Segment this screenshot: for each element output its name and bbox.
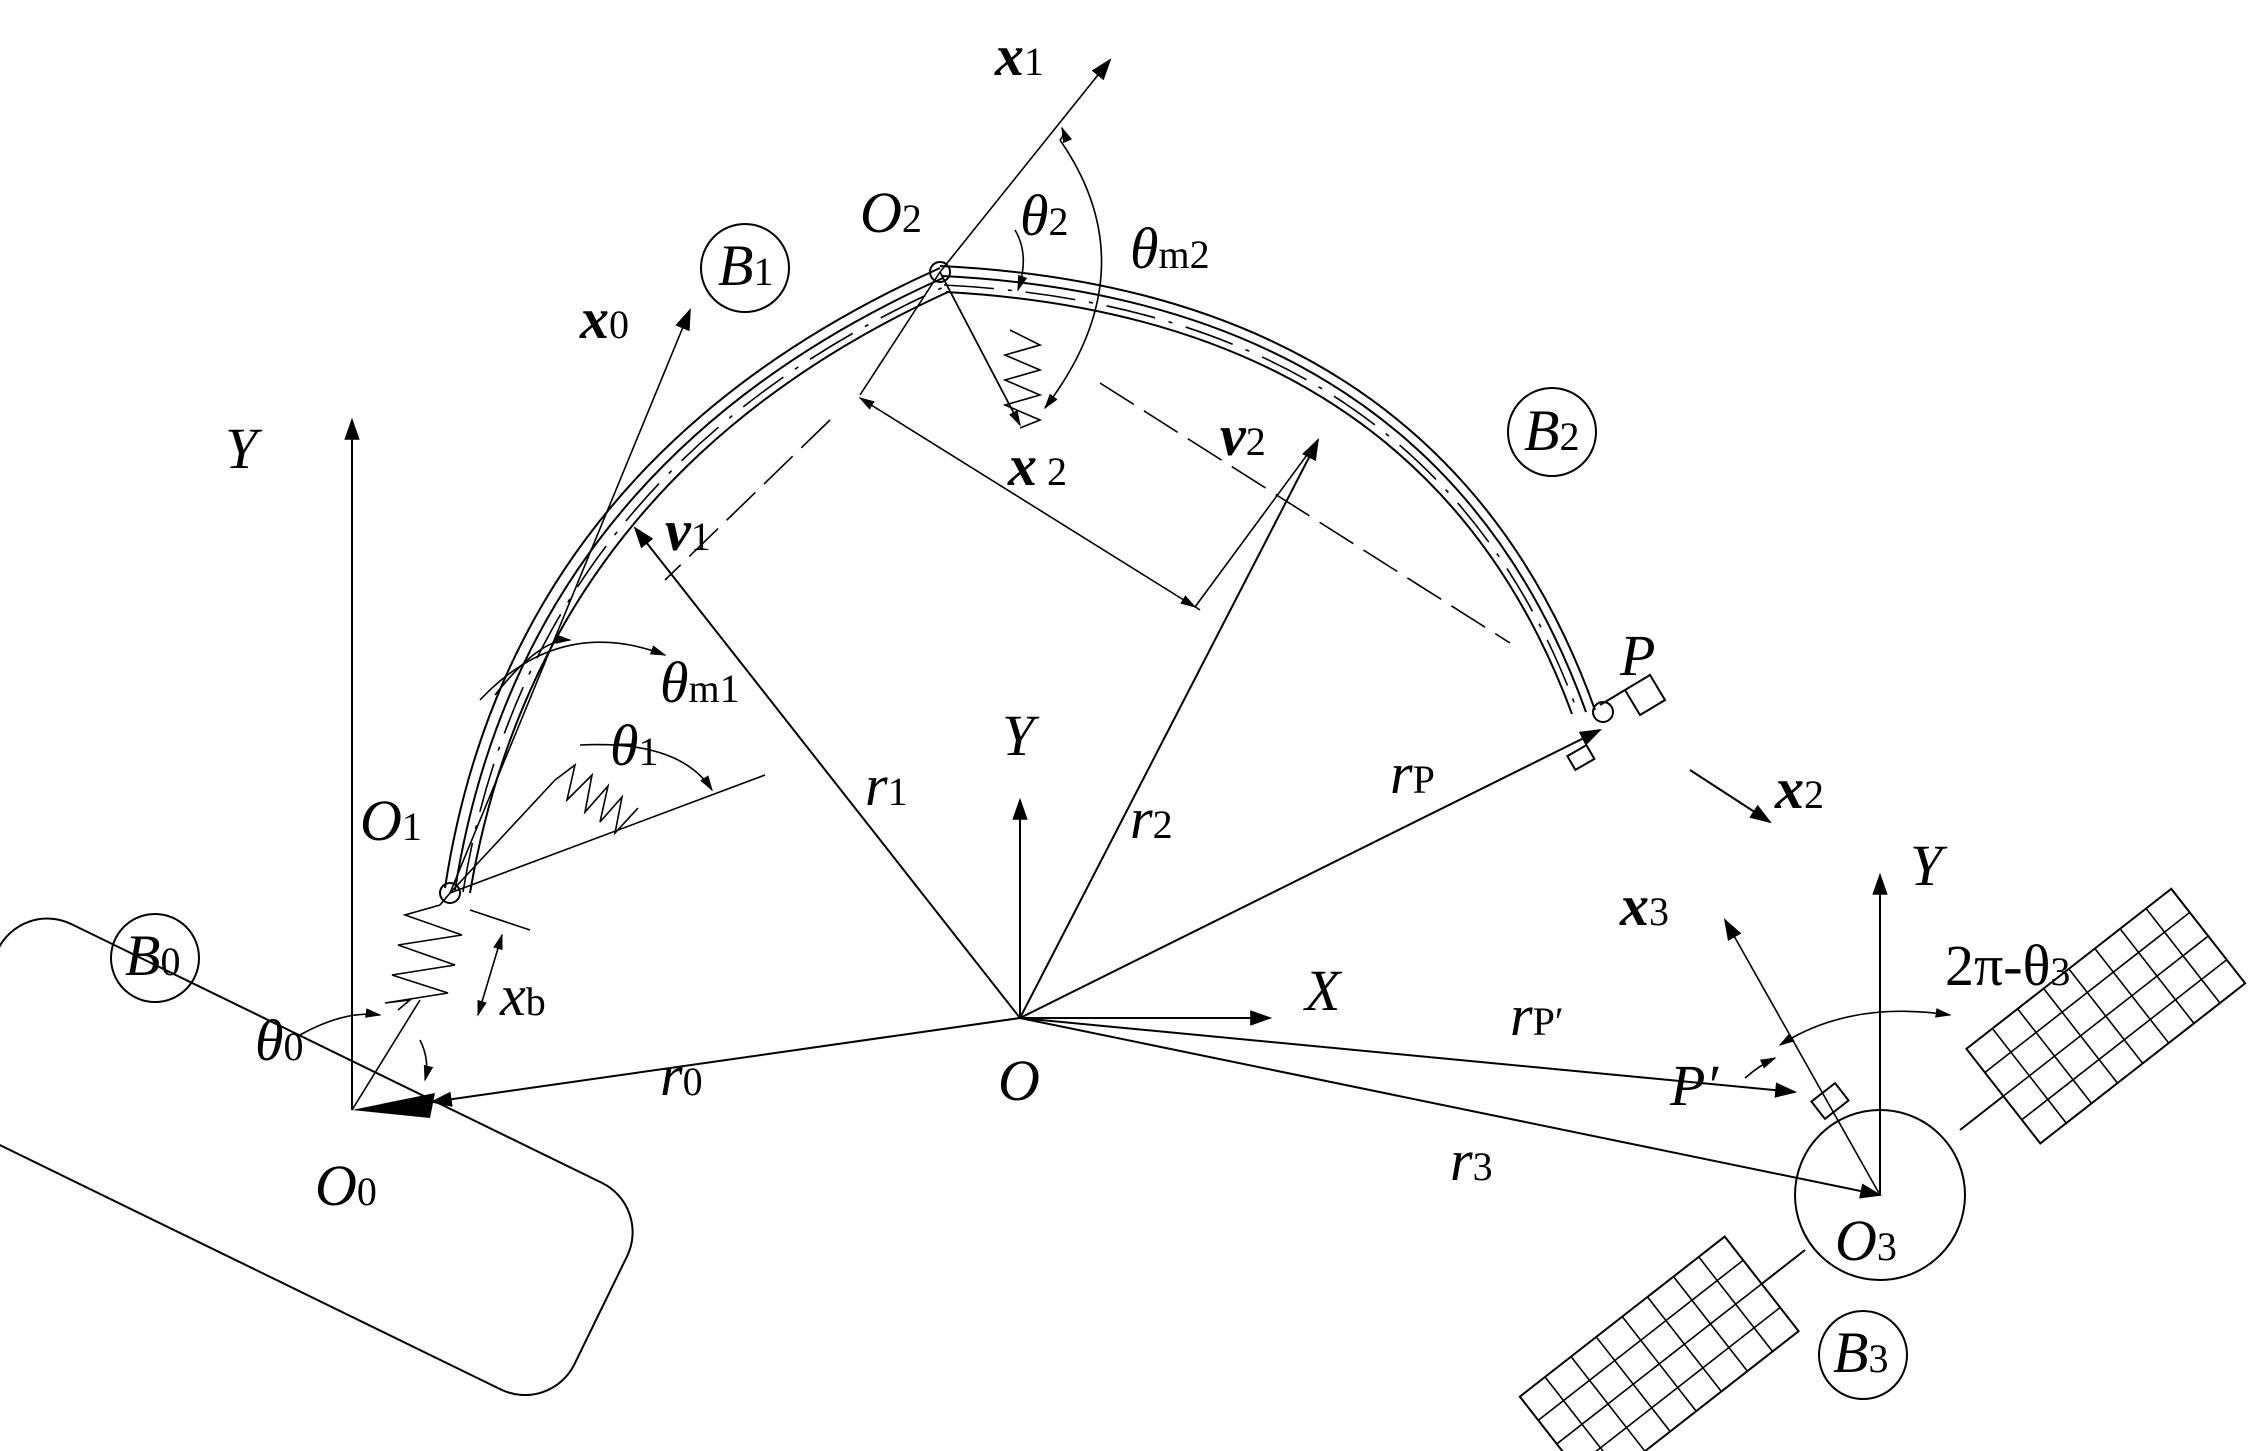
label-x0: x0: [579, 286, 629, 351]
label-r1: r1: [865, 753, 908, 818]
arc-theta-m1-start: [494, 634, 572, 696]
label-x2-tip: x2: [1774, 756, 1824, 821]
label-theta0: θ0: [255, 1008, 304, 1073]
label-o0: O0: [315, 1153, 377, 1218]
end-effector-p: [1565, 673, 1667, 772]
marker-b3-circle: [1818, 1310, 1908, 1400]
axis-x0: [449, 307, 691, 894]
axis-x2-tip: [1689, 769, 1772, 824]
arc-theta1: [579, 743, 713, 792]
label-rp-prime: rP′: [1510, 983, 1564, 1048]
arc-theta-m2: [1044, 139, 1103, 410]
o2-ref-line: [859, 271, 941, 396]
label-theta1: θ1: [610, 713, 659, 778]
label-theta-m2: θm2: [1130, 216, 1210, 281]
label-o2: O2: [860, 180, 922, 245]
label-b0: B0: [125, 923, 180, 988]
target-satellite-b3: [1518, 887, 2247, 1451]
xb-dimension: [477, 933, 503, 1017]
arc-theta2: [1014, 229, 1028, 292]
arc-p-prime: [1744, 1057, 1777, 1079]
arc-2pi-theta3: [1778, 1008, 1952, 1046]
joint-o1: [439, 882, 461, 904]
vector-rp: [1019, 729, 1602, 1019]
vector-r2: [1019, 438, 1320, 1019]
label-v2: v2: [1220, 403, 1266, 468]
v2-base: [1194, 439, 1319, 608]
label-x1: x1: [994, 23, 1044, 88]
label-theta-m1: θm1: [660, 650, 740, 715]
label-x2-joint: x 2: [1007, 433, 1067, 498]
label-o3: O3: [1835, 1208, 1897, 1273]
label-rp: rP: [1390, 741, 1435, 806]
flexible-link-2: [939, 265, 1596, 715]
marker-b0-circle: [110, 913, 200, 1003]
label-b3: B3: [1833, 1320, 1888, 1385]
vector-r3: [1019, 1017, 1883, 1199]
spring-xb: [384, 892, 463, 1011]
label-o-center: O: [998, 1048, 1040, 1113]
vector-rp-prime: [1019, 1017, 1798, 1098]
base-body-b0: [0, 917, 634, 1397]
joint-o2: [929, 261, 951, 283]
label-2pi-theta3: 2π-θ3: [1945, 933, 2070, 998]
axis-x1: [939, 58, 1112, 273]
label-o1: O1: [360, 788, 422, 853]
label-y-world: Y: [225, 416, 263, 481]
vector-r1: [633, 526, 1021, 1019]
arc-theta-m1: [479, 641, 667, 701]
arc-theta-m2-start: [1059, 126, 1073, 144]
label-b1: B1: [718, 233, 773, 298]
marker-b2-circle: [1507, 387, 1597, 477]
label-p: P: [1619, 623, 1655, 688]
label-b2: B2: [1524, 398, 1579, 463]
label-x-center: X: [1303, 958, 1343, 1023]
inertial-frame-o: [1012, 797, 1273, 1026]
spring-theta1: [449, 763, 639, 894]
label-p-prime: P′: [1669, 1053, 1719, 1118]
vector-r0: [429, 1017, 1021, 1107]
label-y-target: Y: [1910, 833, 1948, 898]
label-y-center: Y: [1002, 703, 1040, 768]
link1-ref-dashed: [664, 419, 831, 581]
xb-tick: [469, 909, 531, 931]
marker-b1-circle: [700, 223, 790, 313]
label-r0: r0: [660, 1043, 703, 1108]
axis-theta1-ref: [449, 774, 766, 894]
world-frame-o0: [299, 417, 435, 1118]
label-xb: xb: [499, 963, 546, 1028]
link-length-dimension: [858, 397, 1197, 608]
label-r2: r2: [1130, 786, 1173, 851]
axis-x3: [1723, 918, 1881, 1196]
label-x3: x3: [1619, 873, 1669, 938]
label-theta2: θ2: [1020, 183, 1069, 248]
joint-p: [1592, 701, 1614, 723]
label-r3: r3: [1450, 1128, 1493, 1193]
link2-ref-dashed: [1099, 382, 1511, 644]
label-v1: v1: [665, 498, 711, 563]
